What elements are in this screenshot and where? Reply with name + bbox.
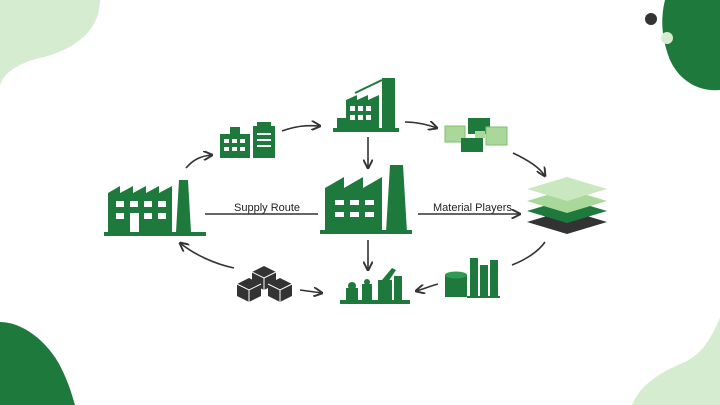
arrow-top-factory-to-green-boxes bbox=[404, 122, 437, 128]
material-players-label: Material Players bbox=[433, 202, 512, 214]
decor-bottom-left-blob bbox=[0, 322, 75, 405]
green-boxes-icon bbox=[444, 118, 508, 152]
arrow-layers-to-databars bbox=[511, 241, 546, 266]
arrow-office-to-top-factory bbox=[281, 126, 320, 132]
office-buildings-icon bbox=[220, 122, 275, 158]
arrow-databars-to-plant bbox=[416, 283, 439, 291]
arrow-large-factory-to-office bbox=[185, 155, 212, 169]
arrow-darkboxes-to-plant bbox=[299, 290, 322, 293]
center-factory-icon bbox=[320, 165, 412, 234]
stacked-layers-icon bbox=[527, 177, 607, 234]
decor-top-left-blob bbox=[0, 0, 100, 88]
large-factory-icon bbox=[104, 180, 206, 236]
connectors bbox=[180, 122, 545, 293]
arrow-green-boxes-to-layers bbox=[512, 152, 545, 176]
decor-bottom-right-blob bbox=[632, 318, 720, 405]
arrow-darkboxes-to-large-factory bbox=[180, 243, 235, 269]
supply-route-label: Supply Route bbox=[234, 202, 301, 214]
dark-boxes-icon bbox=[236, 266, 293, 302]
top-factory-icon bbox=[333, 78, 399, 132]
data-bars-icon bbox=[445, 258, 500, 298]
decor-top-right-blob bbox=[645, 0, 720, 91]
processing-plant-icon bbox=[340, 268, 410, 304]
